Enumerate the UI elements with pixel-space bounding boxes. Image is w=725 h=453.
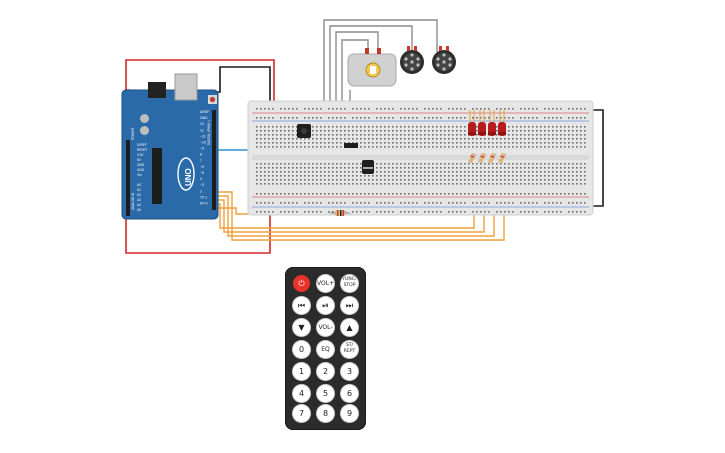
remote-3-button[interactable]: 3 <box>341 363 358 380</box>
remote-6-button[interactable]: 6 <box>341 385 358 402</box>
digital-pin-label: ~6 <box>200 165 204 169</box>
remote-1-button[interactable]: 1 <box>293 363 310 380</box>
power-pin-label: Vin <box>137 173 142 177</box>
reset-button-cap[interactable] <box>209 96 216 103</box>
analog-pin-label: A5 <box>137 208 141 212</box>
remote-4-button[interactable]: 4 <box>293 385 310 402</box>
power-label: POWER <box>131 127 135 140</box>
usb-port <box>174 73 198 101</box>
remote-play-pause-button[interactable]: ⏯ <box>317 297 334 314</box>
resistor-bottom[interactable] <box>330 210 350 216</box>
analog-pin-label: A4 <box>137 203 141 207</box>
atmega-chip <box>152 148 162 204</box>
remote-st-rept-button[interactable]: ST/ REPT <box>341 341 358 358</box>
digital-pin-label: ~3 <box>200 183 204 187</box>
led-red[interactable] <box>498 110 506 136</box>
remote-up-button[interactable]: ▲ <box>341 319 358 336</box>
analog-pin-label: A2 <box>137 193 141 197</box>
remote-power-button[interactable]: ⏻ <box>293 275 310 292</box>
remote-vol-up-button[interactable]: VOL+ <box>317 275 334 292</box>
wire-black-gnd[interactable] <box>215 66 271 116</box>
remote-9-button[interactable]: 9 <box>341 405 358 422</box>
analog-pin-label: A0 <box>137 183 141 187</box>
analog-label: ANALOG IN <box>131 192 135 210</box>
digital-header <box>212 110 216 210</box>
power-pin-label: RESET <box>137 148 148 152</box>
uno-header-labels: AREF GND 13 12 ~11 ~10 ~9 8 7 ~6 ~5 4 ~3 2 TX 1 RX 0 IOR… <box>137 110 209 212</box>
analog-pin-label: A1 <box>137 188 141 192</box>
power-jack <box>148 82 166 98</box>
remote-next-button[interactable]: ⏭ <box>341 297 358 314</box>
power-pin-label: GND <box>137 168 145 172</box>
digital-pin-label: 7 <box>200 159 202 163</box>
power-pin-label: GND <box>137 163 145 167</box>
digital-pin-label: ~9 <box>200 147 204 151</box>
digital-pin-label: GND <box>200 116 208 120</box>
resistor[interactable] <box>497 153 507 164</box>
led-red[interactable] <box>488 110 496 136</box>
digital-pin-label: ~10 <box>200 141 206 145</box>
remote-2-button[interactable]: 2 <box>317 363 334 380</box>
digital-pin-label: 4 <box>200 177 202 181</box>
digital-pin-label: 12 <box>200 128 204 132</box>
digital-pin-label: 2 <box>200 189 202 193</box>
diode[interactable] <box>344 143 358 148</box>
led-group <box>467 110 507 164</box>
power-pin-label: 3.3V <box>137 153 144 157</box>
arduino-uno-board[interactable]: UNO DIGITAL (PWM~) POWER ANALOG IN AREF G… <box>121 73 219 220</box>
speaker-left[interactable] <box>400 46 424 74</box>
resistor[interactable] <box>477 153 487 164</box>
digital-pin-label: ~11 <box>200 134 206 138</box>
analog-pin-label: A3 <box>137 198 141 202</box>
remote-0-button[interactable]: 0 <box>293 341 310 358</box>
led-red[interactable] <box>478 110 486 136</box>
uno-label: UNO <box>184 168 193 186</box>
wire-gray-4[interactable] <box>341 39 369 130</box>
resistor[interactable] <box>487 153 497 164</box>
remote-5-button[interactable]: 5 <box>317 385 334 402</box>
digital-label: DIGITAL (PWM~) <box>207 120 211 145</box>
power-pin-label: 5V <box>137 158 142 162</box>
led-red[interactable] <box>468 110 476 136</box>
remote-7-button[interactable]: 7 <box>293 405 310 422</box>
ir-receiver[interactable] <box>297 124 311 138</box>
digital-pin-label: AREF <box>200 110 209 114</box>
wire-gray-3[interactable] <box>335 31 379 116</box>
remote-prev-button[interactable]: ⏮ <box>293 297 310 314</box>
remote-8-button[interactable]: 8 <box>317 405 334 422</box>
digital-pin-label: ~5 <box>200 171 204 175</box>
transistor[interactable] <box>362 160 374 174</box>
remote-eq-button[interactable]: EQ <box>317 341 334 358</box>
remote-func-stop-button[interactable]: FUNC/ STOP <box>341 275 358 292</box>
wire-gray-1[interactable] <box>323 19 438 116</box>
resistor[interactable] <box>467 153 477 164</box>
digital-pin-label: 8 <box>200 153 202 157</box>
digital-pin-label: TX 1 <box>200 195 207 199</box>
arduino-logo <box>177 157 195 191</box>
digital-pin-label: 13 <box>200 122 204 126</box>
dc-motor[interactable] <box>347 48 397 87</box>
speaker-right[interactable] <box>432 46 456 74</box>
remote-down-button[interactable]: ▼ <box>293 319 310 336</box>
wire-gray-2[interactable] <box>329 25 413 116</box>
breadboard <box>247 100 594 216</box>
remote-vol-down-button[interactable]: VOL- <box>317 319 334 336</box>
power-analog-header <box>126 140 130 216</box>
power-pin-label: IOREF <box>137 143 147 147</box>
digital-pin-label: RX 0 <box>200 202 208 206</box>
